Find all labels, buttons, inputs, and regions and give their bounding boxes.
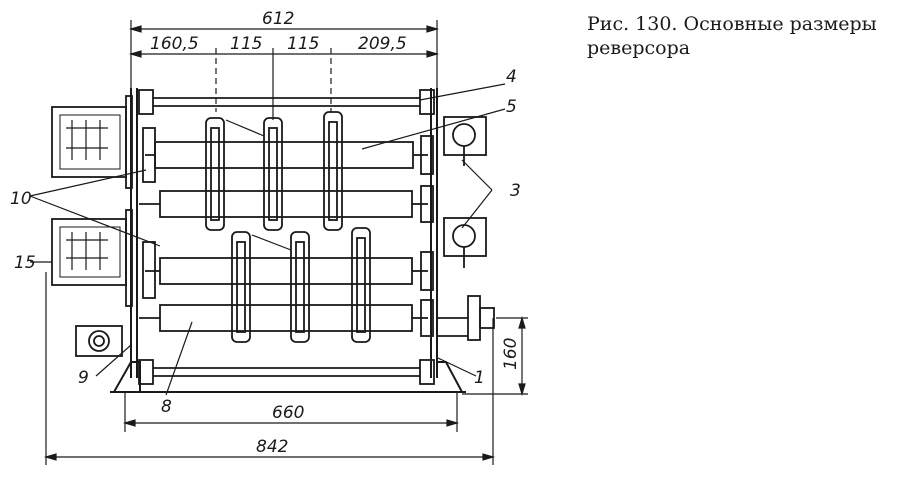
cam-disc-upper-2 (263, 117, 283, 231)
dim-overall-612: 612 (262, 9, 294, 29)
drum-3 (142, 241, 428, 299)
cam-disc-upper-3 (323, 111, 343, 231)
drum-4 (139, 304, 428, 332)
cam-disc-lower-3 (351, 227, 371, 343)
right-bearings (420, 135, 434, 337)
cam-disc-lower-2 (290, 231, 310, 343)
callout-3: 3 (510, 181, 521, 201)
dim-total-842: 842 (256, 437, 288, 457)
cam-disc-lower-1 (231, 231, 251, 343)
cam-link-upper (225, 119, 265, 137)
dim-segment-115-b: 115 (287, 34, 319, 54)
caption-line-1: Рис. 130. Основные размеры (587, 13, 877, 35)
callout-5: 5 (506, 97, 517, 117)
drum-2 (139, 190, 428, 218)
top-dimensions (128, 20, 440, 120)
tie-rod-top (138, 89, 435, 115)
dim-segment-209-5: 209,5 (358, 34, 407, 54)
callout-10: 10 (10, 189, 32, 209)
tie-rod-bottom (138, 359, 435, 385)
dim-height-160: 160 (501, 338, 521, 370)
contact-symbols (66, 120, 108, 270)
contact-box-upper (51, 95, 133, 189)
callout-1: 1 (474, 368, 485, 388)
cam-disc-upper-1 (205, 117, 225, 231)
callout-leaders (29, 83, 506, 396)
terminal-9 (75, 325, 123, 357)
dim-base-660: 660 (272, 403, 304, 423)
dim-segment-160-5: 160,5 (150, 34, 199, 54)
callout-15: 15 (14, 253, 36, 273)
drum-1 (142, 127, 428, 183)
figure-caption: Рис. 130. Основные размеры реверсора (587, 12, 905, 60)
right-hinge-lower (443, 217, 487, 268)
cam-link-lower (251, 234, 292, 251)
callout-9: 9 (78, 368, 89, 388)
dim-segment-115-a: 115 (230, 34, 262, 54)
bottom-dimensions (43, 272, 528, 465)
callout-4: 4 (506, 67, 517, 87)
callout-8: 8 (161, 397, 172, 417)
caption-line-2: реверсора (587, 37, 691, 59)
frame (110, 88, 466, 393)
handwheel (437, 295, 495, 341)
